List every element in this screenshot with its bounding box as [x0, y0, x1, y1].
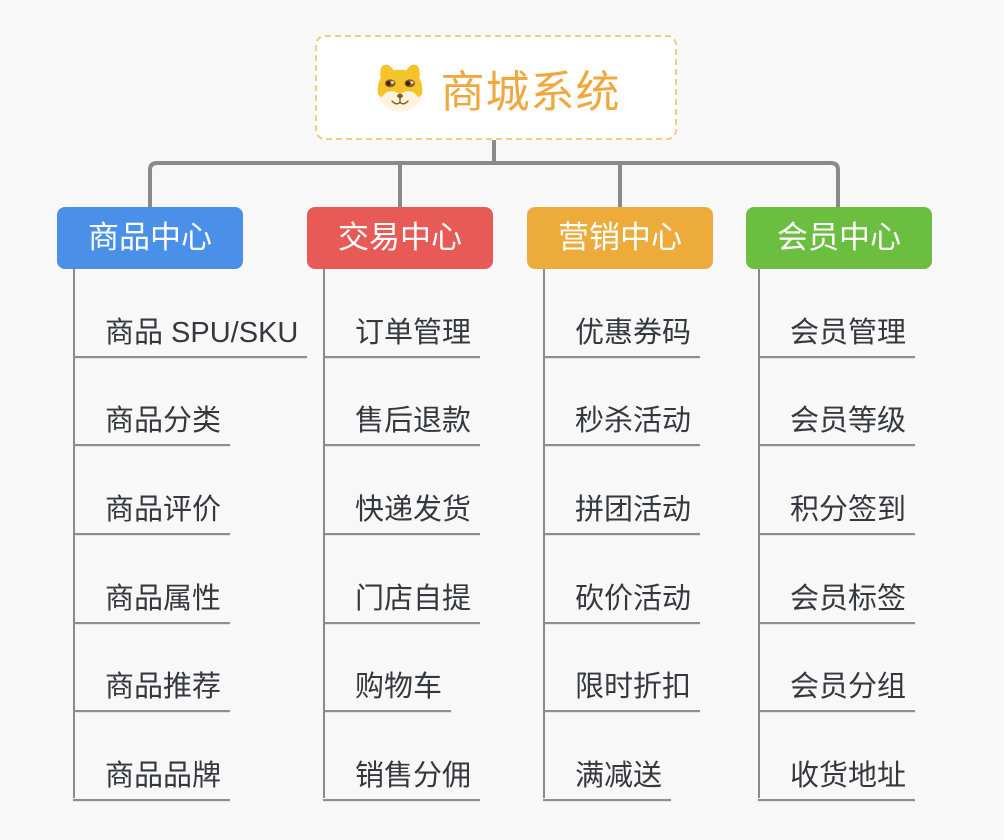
topic-node[interactable]: 订单管理 — [323, 317, 481, 358]
branch-children-member-center: 会员管理 会员等级 积分签到 会员标签 会员分组 收货地址 — [758, 269, 916, 801]
branch-node-trade-center[interactable]: 交易中心 — [307, 207, 493, 269]
topic-node[interactable]: 会员等级 — [758, 406, 916, 447]
topic-row: 会员标签 — [758, 535, 916, 624]
topic-row: 积分签到 — [758, 446, 916, 535]
topic-row: 会员分组 — [758, 624, 916, 713]
topic-node[interactable]: 售后退款 — [323, 406, 481, 447]
topic-row: 商品分类 — [73, 358, 307, 447]
topic-row: 商品属性 — [73, 535, 307, 624]
topic-node[interactable]: 商品属性 — [73, 583, 231, 624]
topic-node[interactable]: 积分签到 — [758, 494, 916, 535]
branch-child-connector-line — [758, 269, 760, 798]
topic-node[interactable]: 秒杀活动 — [543, 406, 701, 447]
branch-children-product-center: 商品 SPU/SKU 商品分类 商品评价 商品属性 商品推荐 商品品牌 — [73, 269, 308, 801]
topic-row: 拼团活动 — [543, 446, 701, 535]
topic-row: 快递发货 — [323, 446, 481, 535]
branch-children-marketing-center: 优惠券码 秒杀活动 拼团活动 砍价活动 限时折扣 满减送 — [543, 269, 701, 801]
topic-row: 满减送 — [543, 712, 700, 801]
dog-face-icon — [377, 64, 422, 112]
branch-child-connector-line — [323, 269, 325, 798]
branch-label: 营销中心 — [558, 220, 682, 255]
topic-node[interactable]: 商品 SPU/SKU — [73, 317, 308, 358]
topic-node[interactable]: 优惠券码 — [543, 317, 701, 358]
topic-node[interactable]: 商品分类 — [73, 406, 231, 447]
branch-label: 交易中心 — [338, 220, 462, 255]
branch-label: 商品中心 — [88, 220, 212, 255]
topic-row: 商品推荐 — [73, 624, 307, 713]
topic-node[interactable]: 会员分组 — [758, 671, 916, 713]
topic-node[interactable]: 砍价活动 — [543, 583, 701, 624]
topic-node[interactable]: 购物车 — [323, 671, 452, 713]
topic-node[interactable]: 商品评价 — [73, 494, 231, 535]
topic-node[interactable]: 限时折扣 — [543, 671, 701, 713]
topic-node[interactable]: 销售分佣 — [323, 760, 481, 801]
topic-node[interactable]: 会员标签 — [758, 583, 916, 624]
topic-row: 会员管理 — [758, 269, 916, 358]
topic-row: 商品评价 — [73, 446, 307, 535]
topic-node[interactable]: 快递发货 — [323, 494, 481, 535]
branch-child-connector-line — [543, 269, 545, 798]
branch-node-product-center[interactable]: 商品中心 — [57, 207, 243, 269]
topic-row: 收货地址 — [758, 712, 916, 801]
topic-row: 限时折扣 — [543, 624, 701, 713]
topic-node[interactable]: 会员管理 — [758, 317, 916, 358]
topic-row: 商品 SPU/SKU — [73, 269, 308, 358]
topic-row: 优惠券码 — [543, 269, 701, 358]
branch-children-trade-center: 订单管理 售后退款 快递发货 门店自提 购物车 销售分佣 — [323, 269, 481, 801]
topic-row: 售后退款 — [323, 358, 481, 447]
root-node-label: 商城系统 — [440, 67, 621, 117]
root-node-mall-system[interactable]: 商城系统 — [315, 35, 677, 140]
topic-row: 门店自提 — [323, 535, 481, 624]
topic-row: 订单管理 — [323, 269, 481, 358]
topic-row: 商品品牌 — [73, 712, 307, 801]
topic-row: 会员等级 — [758, 358, 916, 447]
topic-node[interactable]: 拼团活动 — [543, 494, 701, 535]
topic-node[interactable]: 门店自提 — [323, 583, 481, 624]
topic-node[interactable]: 满减送 — [543, 760, 672, 801]
branch-node-member-center[interactable]: 会员中心 — [746, 207, 932, 269]
topic-node[interactable]: 收货地址 — [758, 760, 916, 801]
topic-row: 购物车 — [323, 624, 480, 713]
topic-row: 销售分佣 — [323, 712, 481, 801]
topic-row: 砍价活动 — [543, 535, 701, 624]
topic-node[interactable]: 商品推荐 — [73, 671, 231, 713]
topic-row: 秒杀活动 — [543, 358, 701, 447]
branch-label: 会员中心 — [777, 220, 901, 255]
branch-node-marketing-center[interactable]: 营销中心 — [527, 207, 713, 269]
branch-child-connector-line — [73, 269, 75, 798]
topic-node[interactable]: 商品品牌 — [73, 760, 231, 801]
